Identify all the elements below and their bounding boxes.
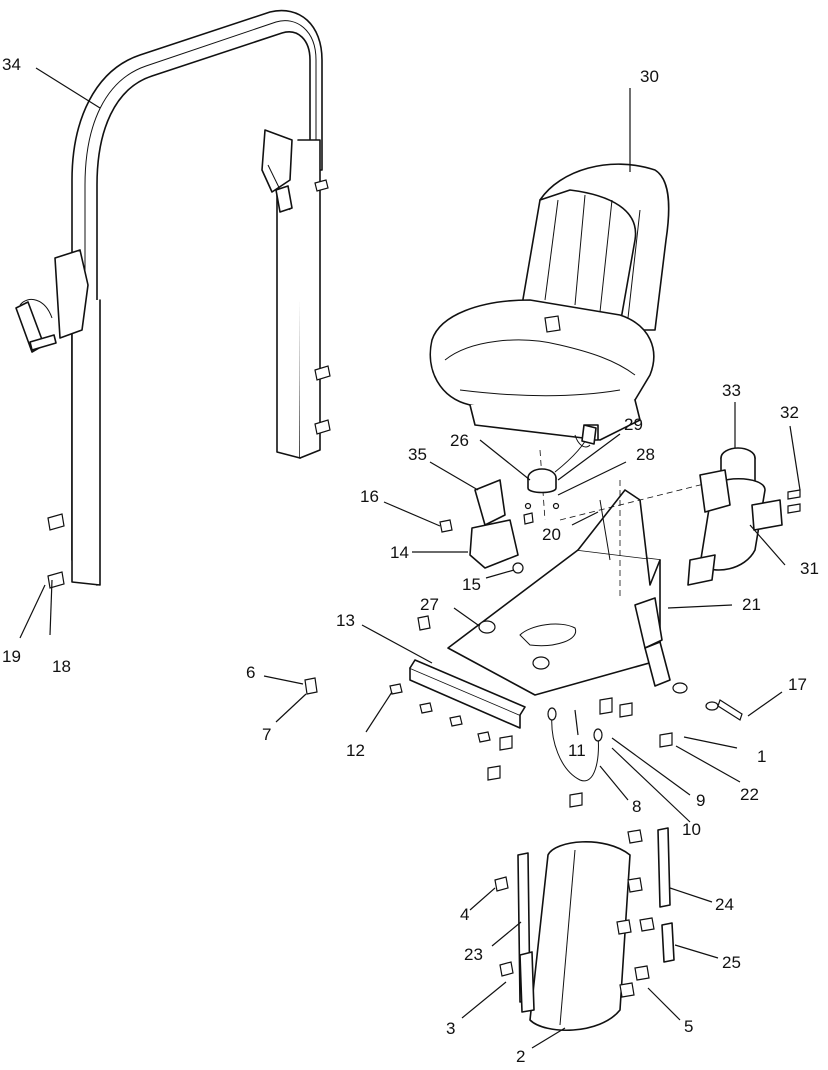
callout-31: 31 xyxy=(800,559,819,578)
callout-25: 25 xyxy=(722,953,741,972)
callout-10: 10 xyxy=(682,820,701,839)
ground-cable xyxy=(487,697,673,808)
pedestal-cover xyxy=(494,827,675,1032)
callout-2: 2 xyxy=(516,1047,525,1066)
callout-7: 7 xyxy=(262,725,271,744)
callout-32: 32 xyxy=(780,403,799,422)
callout-22: 22 xyxy=(740,785,759,804)
seat-belt-retractor xyxy=(439,479,534,574)
callout-24: 24 xyxy=(715,895,734,914)
callout-29: 29 xyxy=(624,415,643,434)
callout-30: 30 xyxy=(640,67,659,86)
seat-assembly xyxy=(429,163,670,448)
callout-20: 20 xyxy=(542,525,561,544)
callout-12: 12 xyxy=(346,741,365,760)
leader-lines xyxy=(19,67,801,1049)
callout-3: 3 xyxy=(446,1019,455,1038)
callout-11: 11 xyxy=(568,741,586,760)
callout-21: 21 xyxy=(742,595,761,614)
callout-4: 4 xyxy=(460,905,469,924)
callout-23: 23 xyxy=(464,945,483,964)
roll-bar xyxy=(15,9,331,589)
callout-6: 6 xyxy=(246,663,255,682)
callout-19: 19 xyxy=(2,647,21,666)
belt-buckle xyxy=(634,597,743,721)
callout-17: 17 xyxy=(788,675,807,694)
callout-18: 18 xyxy=(52,657,71,676)
callout-5: 5 xyxy=(684,1017,693,1036)
callout-34: 34 xyxy=(2,55,21,74)
callout-33: 33 xyxy=(722,381,741,400)
callout-26: 26 xyxy=(450,431,469,450)
fitting xyxy=(304,615,431,695)
callout-27: 27 xyxy=(420,595,439,614)
callout-9: 9 xyxy=(696,791,705,810)
callout-15: 15 xyxy=(462,575,481,594)
callout-13: 13 xyxy=(336,611,355,630)
callout-8: 8 xyxy=(632,797,641,816)
callout-14: 14 xyxy=(390,543,409,562)
seat-plate xyxy=(447,449,721,696)
angle-bracket xyxy=(389,659,526,743)
callout-28: 28 xyxy=(636,445,655,464)
callout-labels: 34 30 33 32 29 26 28 35 16 20 14 31 15 2… xyxy=(2,55,819,1066)
callout-16: 16 xyxy=(360,487,379,506)
seat-switch xyxy=(524,424,597,510)
callout-35: 35 xyxy=(408,445,427,464)
restraint-pad xyxy=(687,447,801,586)
callout-1: 1 xyxy=(757,747,766,766)
